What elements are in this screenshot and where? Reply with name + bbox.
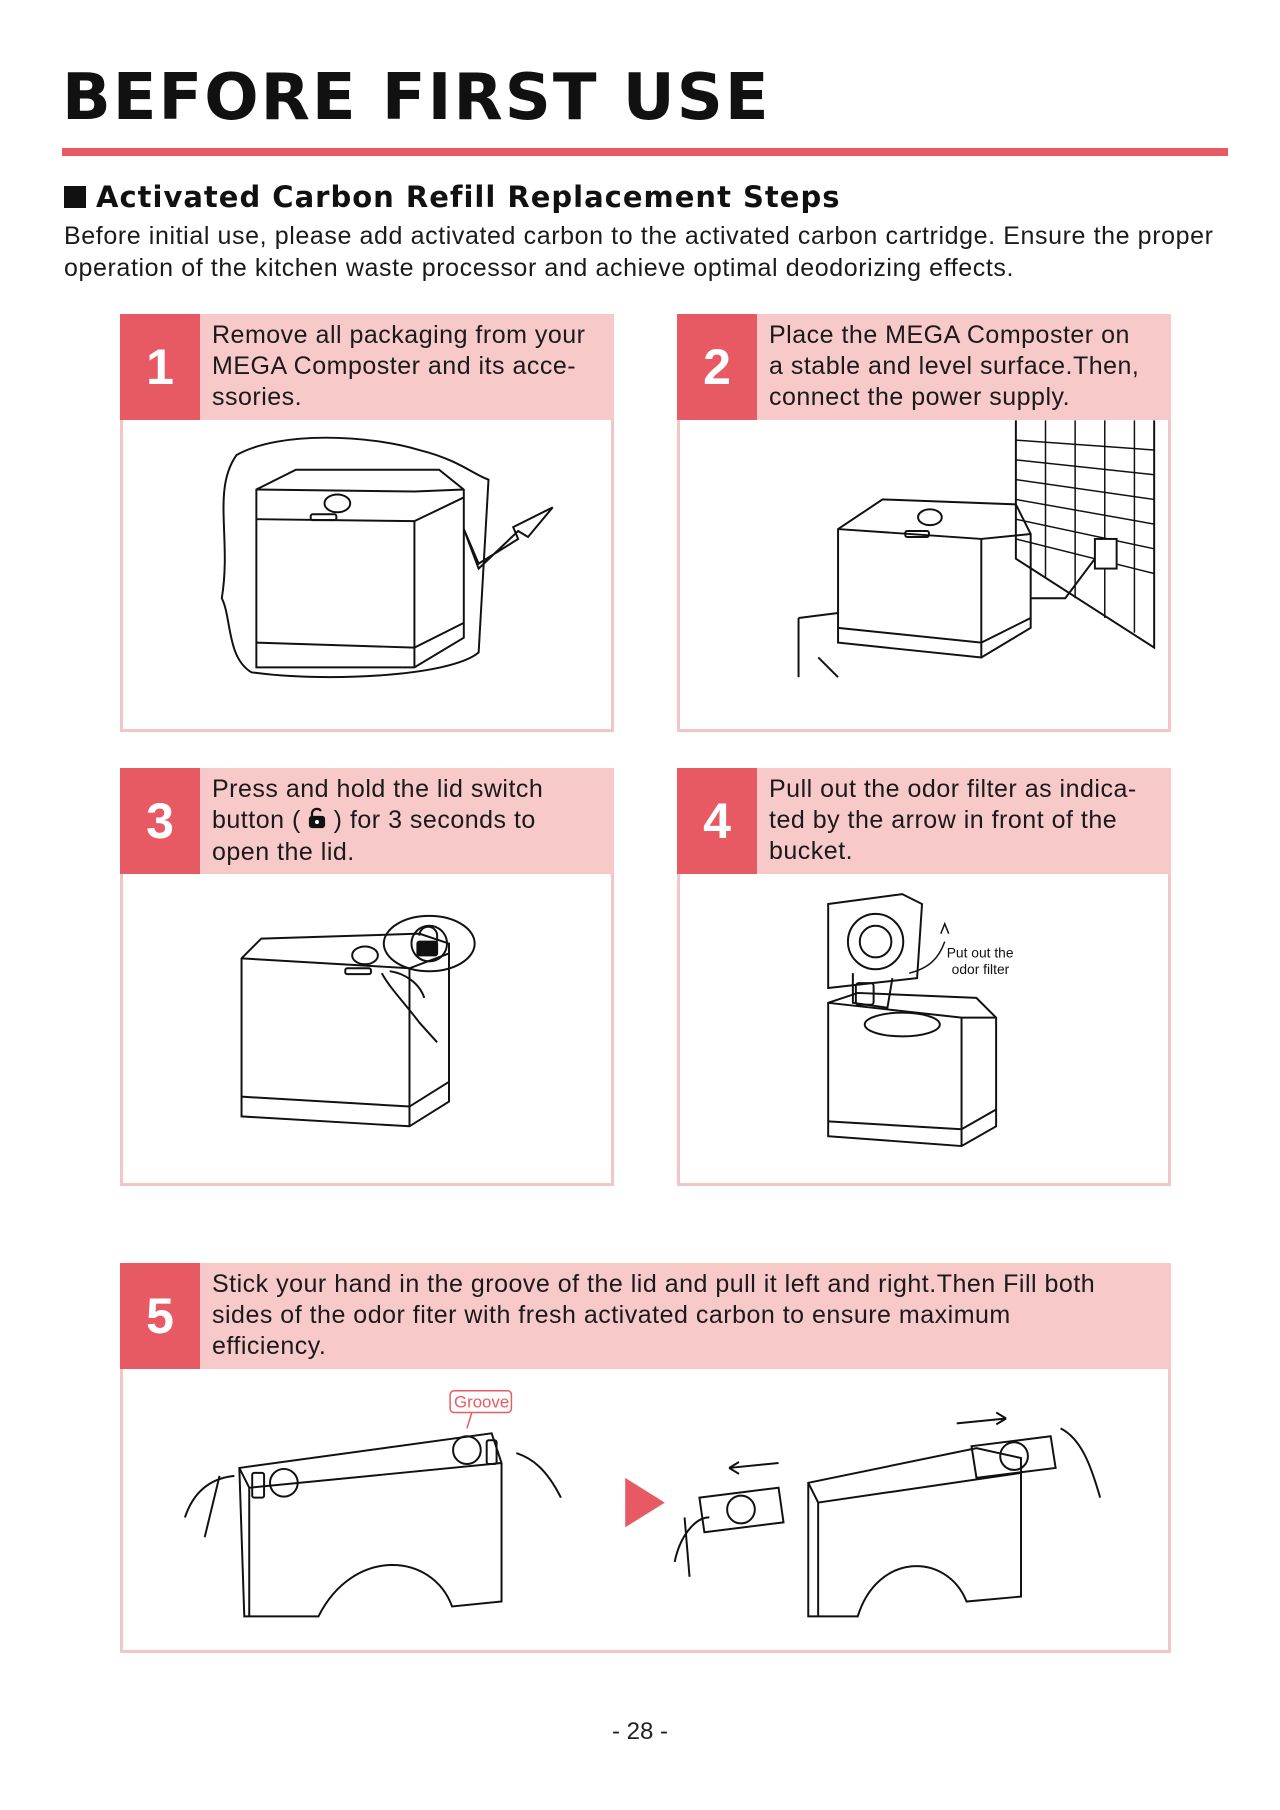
page-number: - 28 - [611,1718,668,1745]
hands-pulling-filter-cartridges-illustration: Groove [123,1369,1168,1650]
step-instruction: Pull out the odor filter as indica- ted … [769,775,1137,865]
page-title: BEFORE FIRST USE [62,61,771,135]
composter-in-bag-illustration [123,420,611,729]
odor-filter-callout-line1: Put out the [947,944,1014,960]
section-heading: Activated Carbon Refill Replacement Step… [64,180,840,214]
open-lid-odor-filter-illustration: Put out the odor filter [680,874,1168,1183]
step-number: 3 [120,768,200,874]
step-header: 3 Press and hold the lid switch button (… [120,768,614,874]
step-instruction: Stick your hand in the groove of the lid… [212,1270,1096,1360]
step-card-4: 4 Pull out the odor filter as indica- te… [677,768,1171,1186]
groove-callout: Groove [454,1393,509,1412]
step-header: 4 Pull out the odor filter as indica- te… [677,768,1171,874]
step-card-5: 5 Stick your hand in the groove of the l… [120,1263,1171,1653]
composter-plugged-into-wall-illustration [680,420,1168,729]
step-header: 5 Stick your hand in the groove of the l… [120,1263,1171,1369]
step-card-3: 3 Press and hold the lid switch button (… [120,768,614,1186]
step-number: 5 [120,1263,200,1369]
step-number: 1 [120,314,200,420]
title-underline [62,148,1228,156]
odor-filter-callout-line2: odor filter [952,961,1010,977]
finger-pressing-lid-button-illustration [123,874,611,1183]
intro-paragraph: Before initial use, please add activated… [64,222,1214,282]
step-instruction: Remove all packaging from your MEGA Comp… [212,321,586,411]
next-arrow-icon [625,1477,665,1528]
step-header: 2 Place the MEGA Composter on a stable a… [677,314,1171,420]
step-card-1: 1 Remove all packaging from your MEGA Co… [120,314,614,732]
step-instruction: Place the MEGA Composter on a stable and… [769,321,1140,411]
square-bullet-icon [64,186,86,208]
section-heading-text: Activated Carbon Refill Replacement Step… [96,180,841,214]
step-instruction-part1: Press and hold the lid switch button ( [212,775,544,834]
step-number: 2 [677,314,757,420]
step-card-2: 2 Place the MEGA Composter on a stable a… [677,314,1171,732]
step-instruction: Press and hold the lid switch button ( )… [200,768,543,874]
step-number: 4 [677,768,757,874]
step-instruction-part2: ) for 3 seconds to open the lid. [212,806,536,866]
step-header: 1 Remove all packaging from your MEGA Co… [120,314,614,420]
lock-icon [308,806,326,837]
